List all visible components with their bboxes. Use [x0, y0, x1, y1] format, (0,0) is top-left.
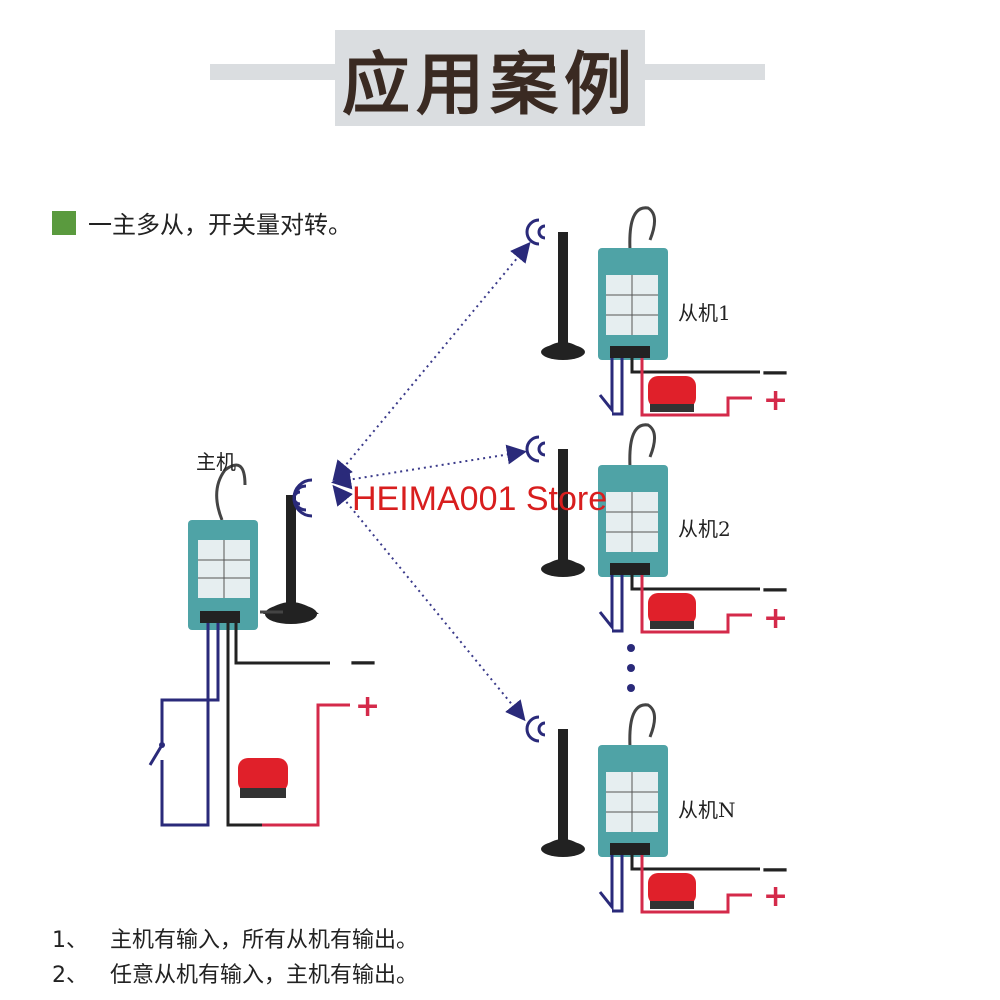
bullet-square-icon — [52, 210, 76, 235]
subtitle-text: 一主多从，开关量对转。 — [88, 211, 352, 239]
watermark-text: HEIMA001 Store — [352, 480, 608, 518]
antenna-icon — [263, 495, 319, 624]
master-unit — [148, 463, 350, 827]
slave-unit-2 — [525, 423, 760, 634]
slave-label-2: 从机2 — [678, 517, 731, 541]
master-input-wiring — [160, 623, 220, 827]
note-2-number: 2、 — [52, 963, 88, 988]
slave-label-1: 从机1 — [678, 301, 731, 325]
signal-links — [331, 241, 531, 722]
slaven-plus-sign: + — [763, 879, 788, 914]
warning-lamp-icon — [648, 873, 696, 909]
ellipsis-dots — [627, 644, 635, 692]
warning-lamp-icon — [238, 758, 288, 798]
slave1-plus-sign: + — [763, 383, 788, 418]
slaven-minus-sign: — — [762, 854, 788, 884]
link-slave-n — [332, 484, 526, 722]
master-minus-sign: — — [350, 647, 376, 677]
slave-label-n: 从机N — [678, 798, 736, 822]
master-label: 主机 — [196, 450, 236, 474]
note-1-number: 1、 — [52, 928, 88, 953]
switch-icon — [148, 742, 165, 766]
wireless-signal-icon — [292, 478, 313, 518]
warning-lamp-icon — [648, 376, 696, 412]
antenna-icon — [558, 232, 568, 350]
slave-unit-n — [525, 703, 760, 914]
antenna-icon — [558, 449, 568, 567]
slave2-plus-sign: + — [763, 601, 788, 636]
note-2-text: 任意从机有输入，主机有输出。 — [110, 963, 419, 988]
note-2: 2、任意从机有输入，主机有输出。 — [52, 957, 418, 989]
antenna-icon — [558, 729, 568, 847]
master-plus-sign: + — [355, 689, 380, 724]
warning-lamp-icon — [648, 593, 696, 629]
page-title: 应用案例 — [341, 44, 638, 125]
link-slave-2 — [331, 444, 527, 490]
slave1-minus-sign: — — [762, 357, 788, 387]
note-1-text: 主机有输入，所有从机有输出。 — [110, 928, 419, 953]
slave-unit-1 — [525, 206, 760, 417]
wireless-signal-icon — [525, 435, 546, 463]
link-slave-1 — [332, 241, 531, 482]
wireless-signal-icon — [525, 715, 546, 743]
subtitle: 一主多从，开关量对转。 — [52, 205, 352, 240]
note-1: 1、主机有输入，所有从机有输出。 — [52, 922, 418, 954]
slave2-minus-sign: — — [762, 574, 788, 604]
wireless-signal-icon — [525, 218, 546, 246]
title-box: 应用案例 — [335, 30, 645, 126]
